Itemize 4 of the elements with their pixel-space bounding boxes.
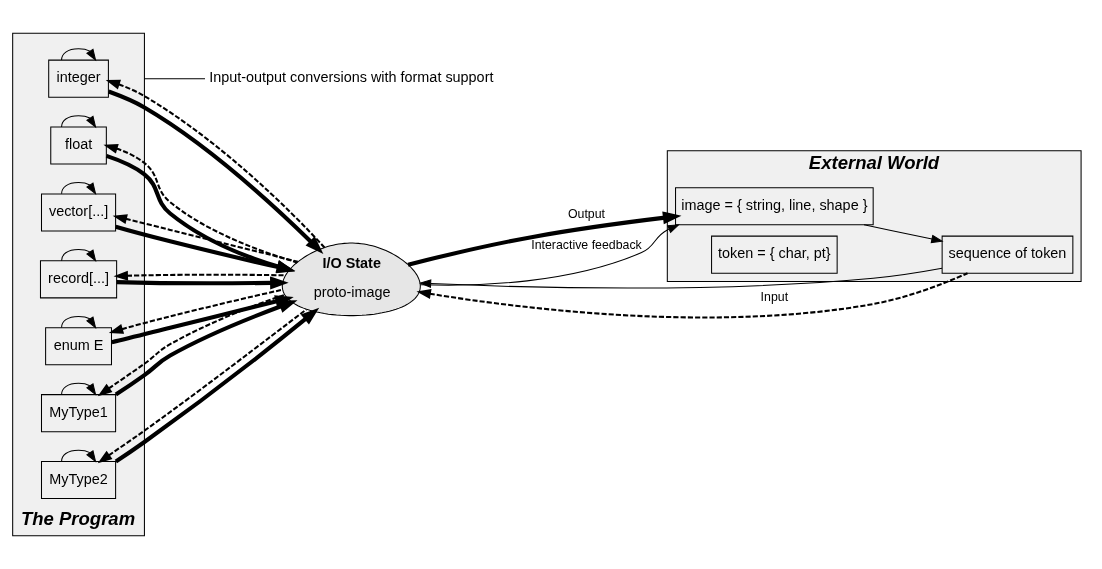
edge-label: Output xyxy=(567,207,606,222)
node-text: Input-output conversions with format support xyxy=(209,69,494,86)
edge-label: Interactive feedback xyxy=(531,238,642,253)
edge-label: Input xyxy=(760,289,789,304)
